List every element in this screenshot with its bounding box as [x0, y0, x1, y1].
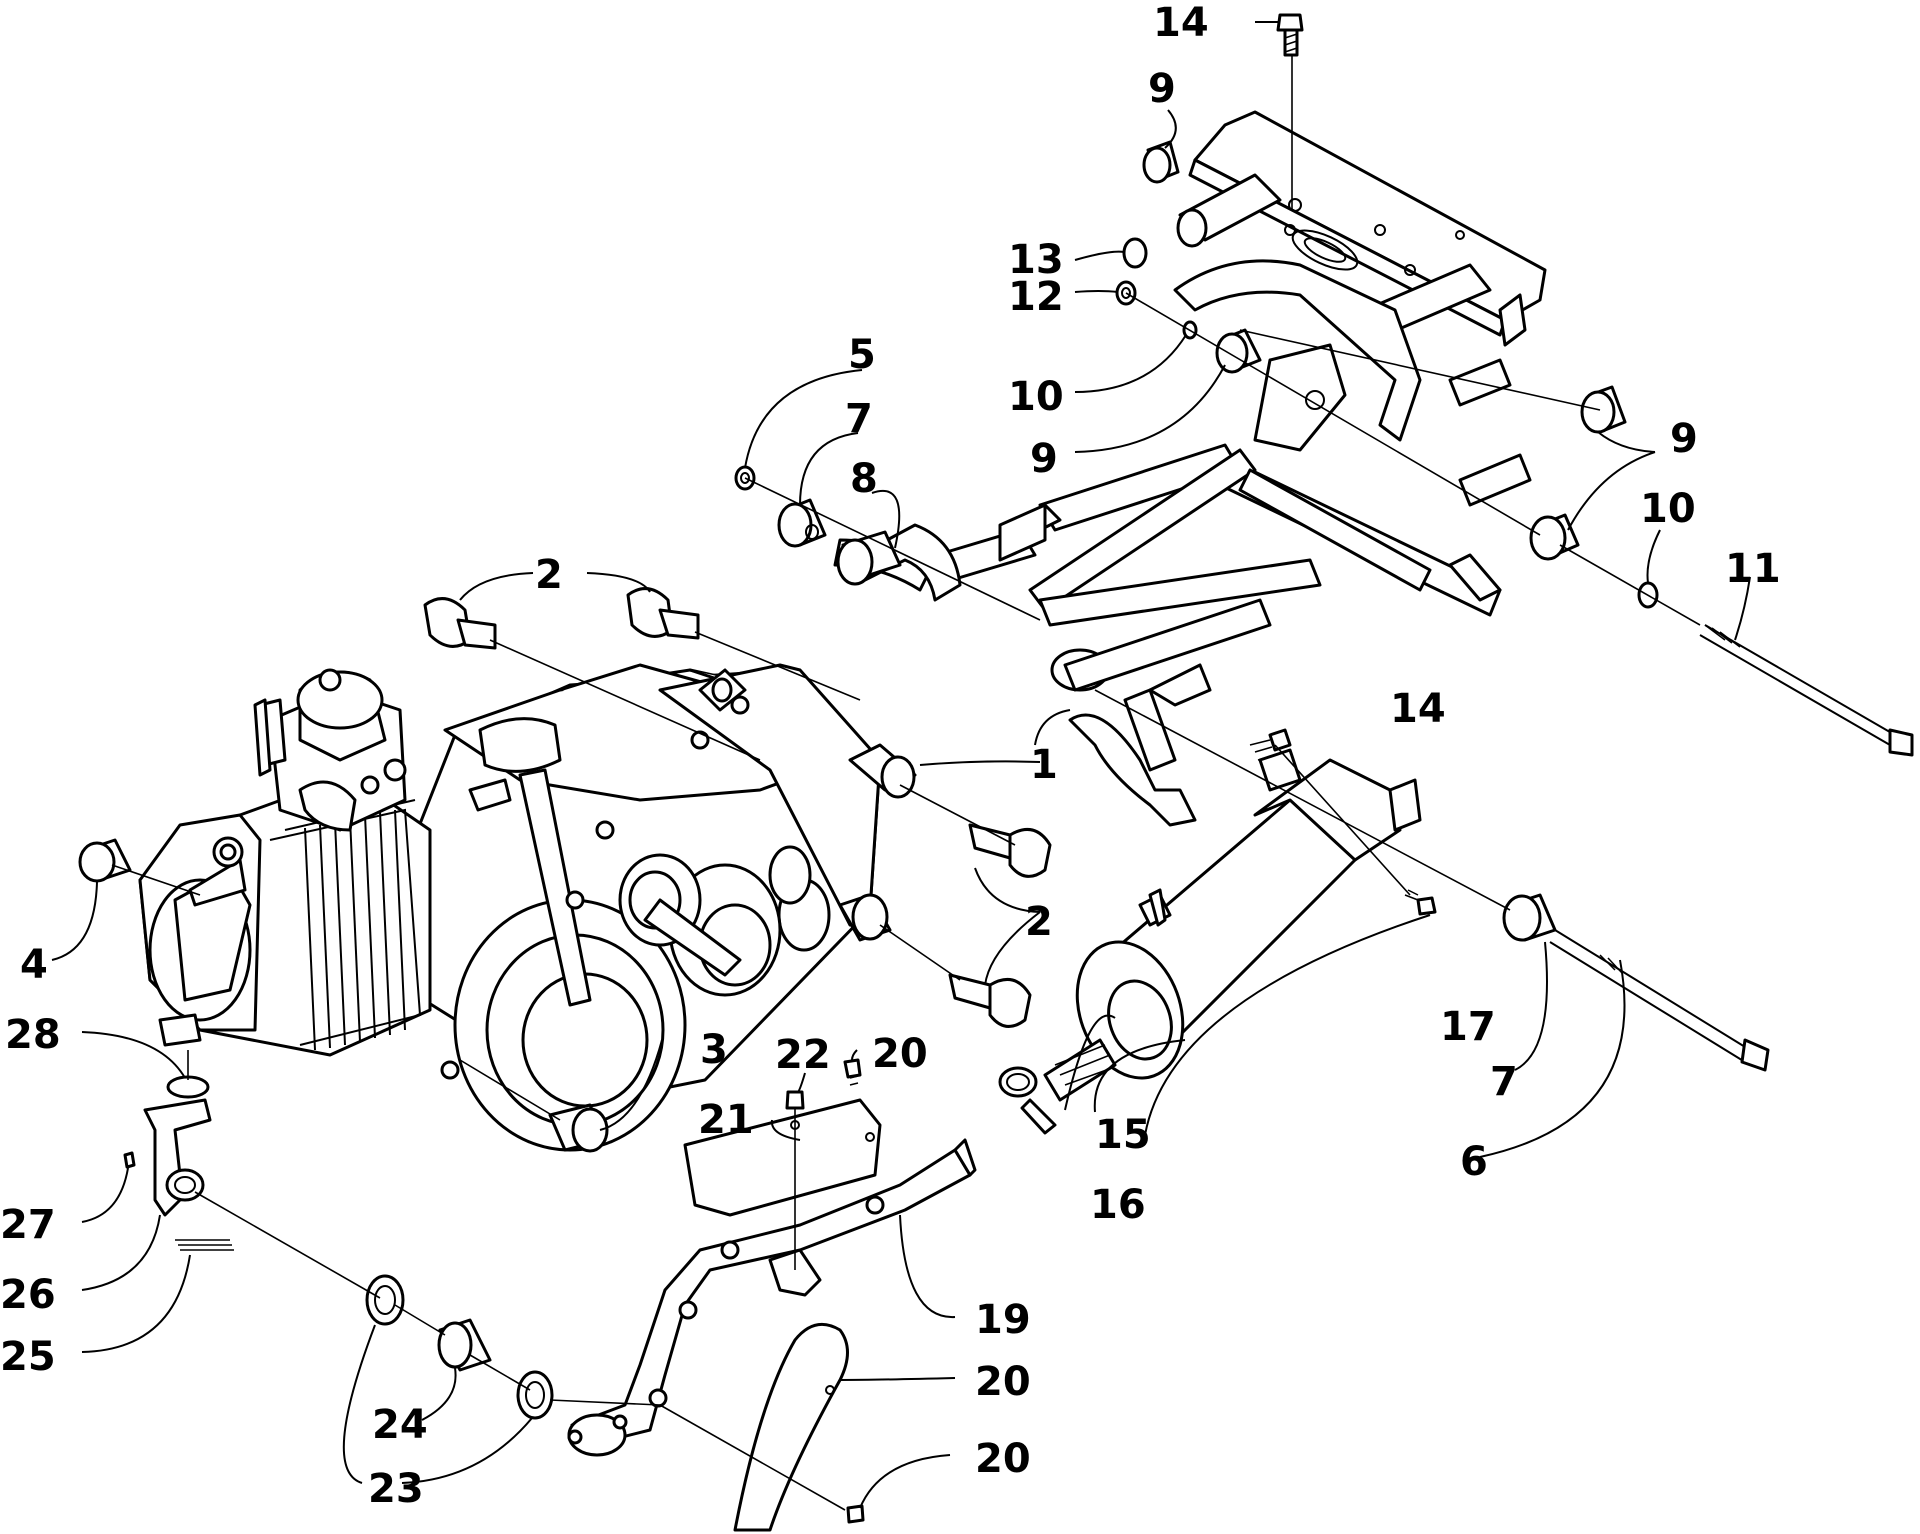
callout-9-right: 9	[1670, 416, 1698, 462]
callout-9-top: 9	[1148, 66, 1176, 112]
callout-17: 17	[1440, 1004, 1496, 1050]
rear-mount-hardware	[1502, 893, 1770, 1072]
engine-assembly	[138, 663, 917, 1152]
callout-14-mid: 14	[1390, 686, 1446, 732]
exhaust-header-pipe	[567, 1138, 977, 1457]
callout-25: 25	[0, 1334, 56, 1380]
callout-2-right: 2	[1025, 899, 1053, 945]
leader-lines	[51, 21, 1751, 1509]
callout-11: 11	[1725, 546, 1781, 592]
callout-10-mid: 10	[1008, 374, 1064, 420]
exhaust-flange-parts	[123, 1075, 554, 1420]
callout-5: 5	[848, 332, 876, 378]
muffler	[1043, 748, 1422, 1102]
exhaust-clamp	[998, 1066, 1057, 1135]
callout-13: 13	[1008, 237, 1064, 283]
callout-14-top: 14	[1153, 0, 1209, 46]
callout-21: 21	[698, 1097, 754, 1143]
callout-1: 1	[1030, 742, 1058, 788]
callout-28: 28	[5, 1012, 61, 1058]
callout-24: 24	[372, 1402, 428, 1448]
callout-16: 16	[1090, 1182, 1146, 1228]
callout-22: 22	[775, 1032, 831, 1078]
small-fasteners	[785, 728, 1437, 1524]
callout-2-top: 2	[535, 552, 563, 598]
engine-mount-bolts	[78, 587, 1052, 1153]
heat-shields	[683, 1098, 882, 1532]
callout-27: 27	[0, 1202, 56, 1248]
callout-10-right: 10	[1640, 486, 1696, 532]
callout-9-mid: 9	[1030, 436, 1058, 482]
callout-6: 6	[1460, 1139, 1488, 1185]
callout-7-right: 7	[1490, 1059, 1518, 1105]
callout-19: 20	[975, 1359, 1031, 1405]
callout-3: 3	[700, 1027, 728, 1073]
callout-23: 23	[368, 1466, 424, 1512]
callout-4: 4	[20, 942, 48, 988]
callout-18: 19	[975, 1297, 1031, 1343]
callout-15: 15	[1095, 1112, 1151, 1158]
callout-20-bottom: 20	[975, 1436, 1031, 1482]
callout-8: 8	[850, 456, 878, 502]
engine-mount-frame	[833, 110, 1547, 827]
callout-12: 12	[1008, 274, 1064, 320]
assembly-axis-lines	[111, 55, 1701, 1511]
callout-26: 26	[0, 1272, 56, 1318]
callout-20-top: 20	[872, 1031, 928, 1077]
callout-labels: 14 9 13 12 10 9 9 10 11 5 7 8 2 14 1 2 4…	[0, 0, 1781, 1512]
callout-7-top: 7	[845, 396, 873, 442]
